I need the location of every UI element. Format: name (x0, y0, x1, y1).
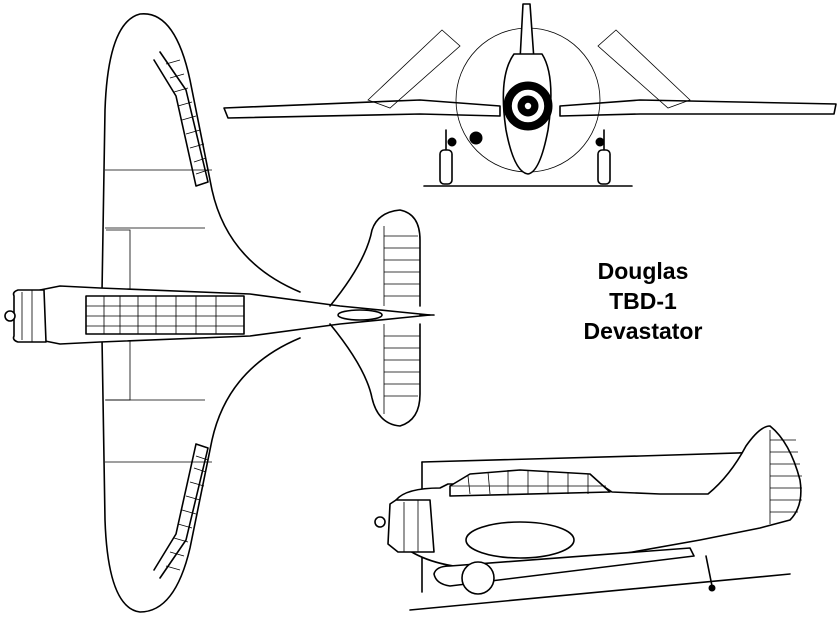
caption-name: Devastator (583, 318, 703, 344)
top-view-upper-aileron (153, 51, 209, 187)
side-view-fuselage (395, 425, 802, 569)
top-view-cowling (12, 289, 47, 343)
front-view-folded-left-wing (367, 29, 461, 109)
front-view-folded-right-wing (597, 29, 691, 109)
side-view-canopy (449, 469, 611, 497)
side-view-ground-line (409, 573, 791, 611)
top-view-lower-stabilizer (329, 323, 421, 427)
top-view (4, 13, 435, 613)
top-view-canopy (85, 295, 245, 335)
side-view-torpedo (433, 547, 695, 595)
front-view-fin (519, 3, 535, 61)
front-view-right-wing (559, 99, 837, 117)
top-view-upper-stabilizer (329, 209, 421, 307)
front-view (223, 3, 837, 187)
top-view-upper-wing (101, 13, 301, 293)
side-view-spinner (374, 516, 386, 528)
aircraft-caption: Douglas TBD-1 Devastator (548, 256, 738, 346)
top-view-lower-aileron (153, 443, 209, 579)
top-view-lower-wing (101, 337, 301, 613)
caption-designation: TBD-1 (609, 288, 677, 314)
front-view-landing-gear (439, 129, 611, 185)
top-view-spinner (4, 310, 16, 322)
side-view-cowling (387, 499, 435, 553)
caption-manufacturer: Douglas (597, 258, 689, 284)
side-view-wing (465, 521, 575, 559)
side-view (374, 425, 802, 611)
front-view-left-wing (223, 99, 501, 119)
